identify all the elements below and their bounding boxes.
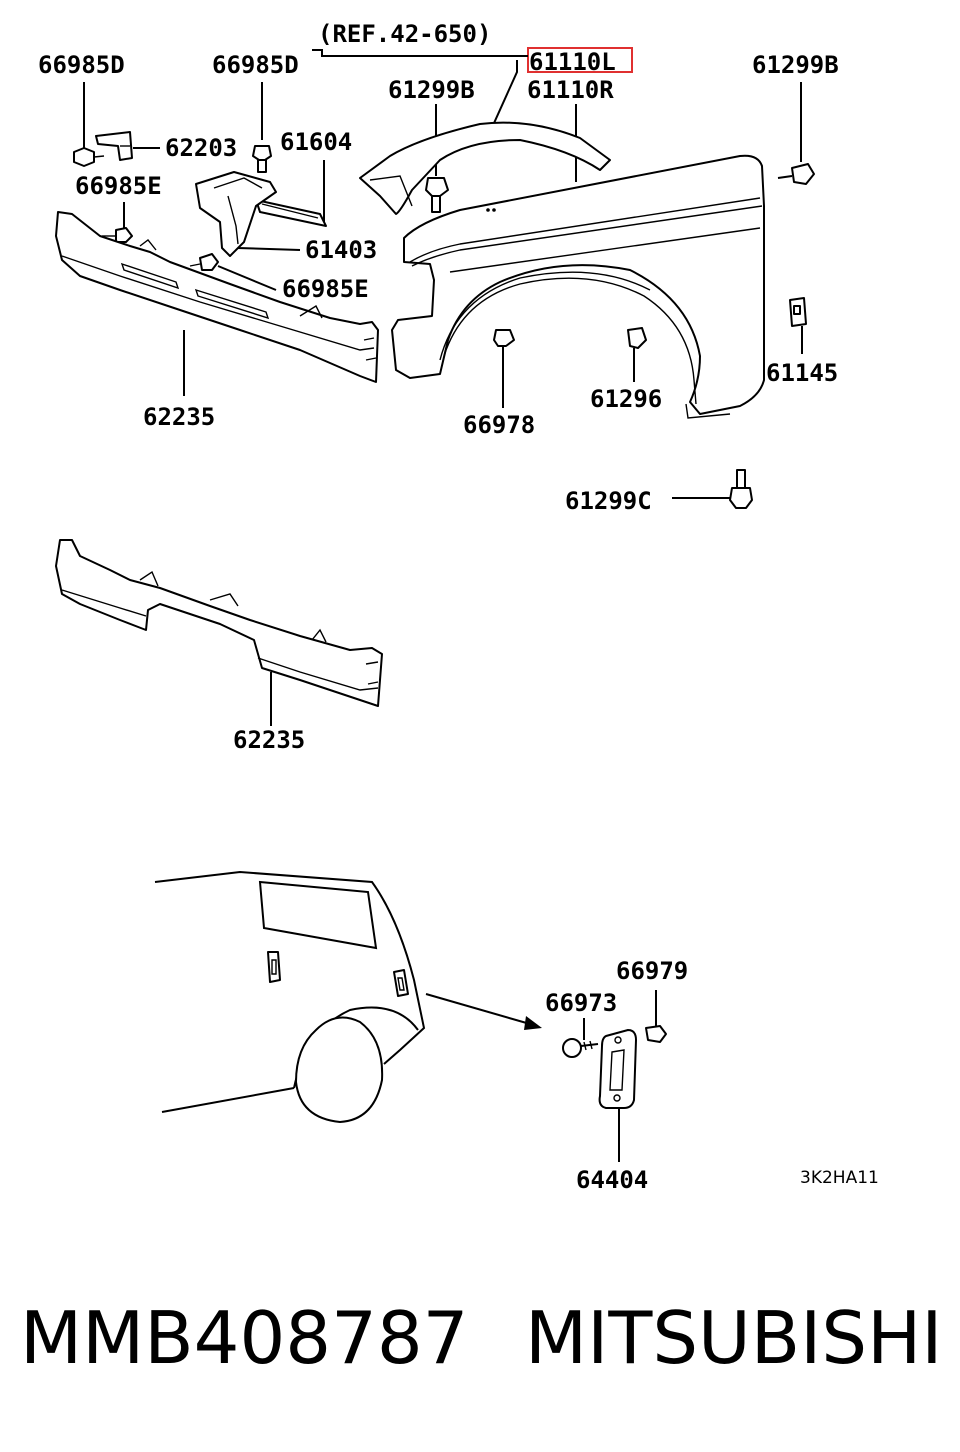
bolt-61299b-right: [777, 163, 815, 185]
label-61296: 61296: [590, 385, 662, 413]
splash-shield-62235-upper: [55, 211, 379, 383]
label-66985d-center: 66985D: [212, 51, 299, 79]
direction-arrow: [425, 993, 542, 1030]
nut-66979: [645, 1025, 667, 1043]
bolt-61299b-center: [425, 177, 449, 213]
label-diagram-code: 3K2HA11: [800, 1168, 879, 1188]
label-66979: 66979: [616, 957, 688, 985]
front-fender-61110: [359, 121, 765, 419]
label-61403: 61403: [305, 236, 377, 264]
bolt-66985e-upper: [102, 227, 133, 243]
label-61145: 61145: [766, 359, 838, 387]
bracket-62203: [95, 131, 133, 161]
clip-66978: [493, 329, 515, 347]
bolt-66985e-lower: [189, 253, 219, 271]
bracket-61604: [255, 199, 327, 227]
splash-shield-62235-lower: [55, 539, 383, 707]
part-number: MMB408787: [20, 1296, 469, 1380]
vehicle-rear-body: [154, 870, 426, 1123]
highlight-box-61110l: [527, 47, 633, 73]
label-62203: 62203: [165, 134, 237, 162]
brand-name: MITSUBISHI: [525, 1296, 943, 1380]
label-66985d-left: 66985D: [38, 51, 125, 79]
bolt-66985d-left: [73, 147, 105, 167]
label-61110r: 61110R: [527, 76, 614, 104]
clip-61296: [627, 327, 647, 349]
footer: MMB408787 MITSUBISHI: [20, 1296, 950, 1396]
label-61299c: 61299C: [565, 487, 652, 515]
label-61110l: 61110L: [529, 48, 616, 76]
label-ref-42-650: (REF.42-650): [318, 20, 491, 48]
bracket-61403: [195, 171, 277, 257]
pad-64404: [598, 1029, 637, 1109]
label-66985e-lower: 66985E: [282, 275, 369, 303]
bolt-61299c: [729, 469, 753, 509]
label-64404: 64404: [576, 1166, 648, 1194]
label-62235-lower: 62235: [233, 726, 305, 754]
label-66978: 66978: [463, 411, 535, 439]
bolt-66985d-center: [252, 145, 272, 173]
label-66985e-upper: 66985E: [75, 172, 162, 200]
label-61299b-right: 61299B: [752, 51, 839, 79]
screw-66973: [562, 1038, 599, 1058]
label-66973: 66973: [545, 989, 617, 1017]
label-61604: 61604: [280, 128, 352, 156]
label-61299b-center: 61299B: [388, 76, 475, 104]
leader-lines: [83, 49, 803, 1162]
pad-61145: [789, 297, 807, 327]
label-62235-upper: 62235: [143, 403, 215, 431]
